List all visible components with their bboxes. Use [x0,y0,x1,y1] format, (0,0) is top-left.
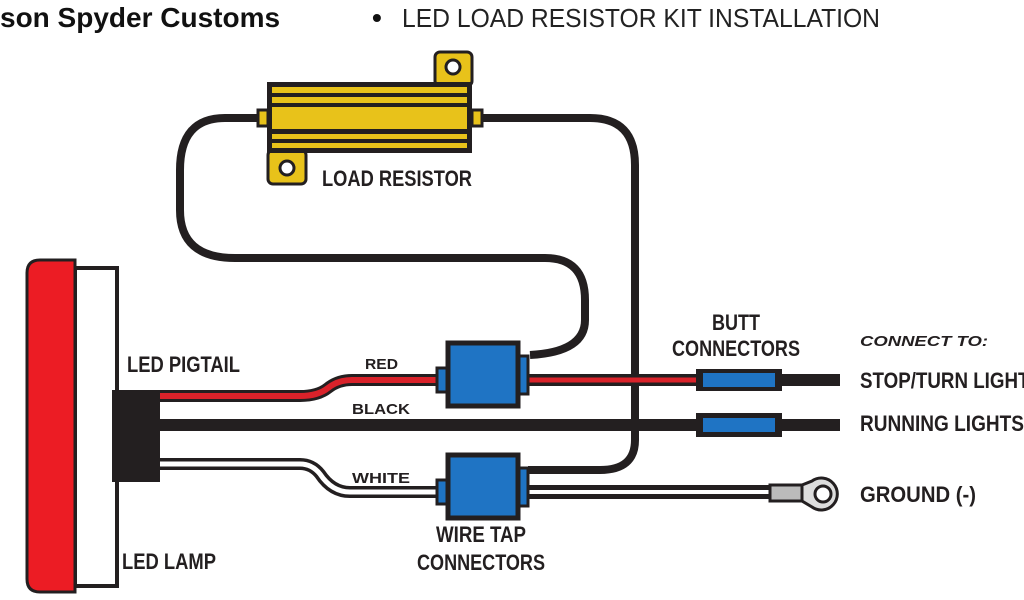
ground-ring-terminal [768,476,839,512]
resistor-wire-left [176,114,589,359]
resistor-wire-right [482,114,639,474]
wire-tap-connector-white [435,452,530,521]
white-wire [160,458,775,499]
butt-connectors-label-2: CONNECTORS [672,336,800,361]
diagram-title: LED LOAD RESISTOR KIT INSTALLATION [402,3,880,33]
butt-connector-running [696,413,782,437]
wire-tap-connector-red [435,340,530,409]
running-lights-label: RUNNING LIGHTS [860,411,1024,436]
title-bullet: • [372,2,382,33]
wire-tap-label-1: WIRE TAP [436,522,526,547]
led-pigtail-block [112,390,160,482]
red-wire [160,374,700,402]
load-resistor-label: LOAD RESISTOR [322,166,472,191]
stop-turn-label: STOP/TURN LIGHTS [860,368,1024,393]
black-wire-label: BLACK [352,401,410,418]
butt-connectors-label-1: BUTT [712,310,760,335]
led-lamp [25,258,119,594]
led-lamp-label: LED LAMP [122,549,216,574]
wire-tap-label-2: CONNECTORS [417,550,545,575]
brand-title: son Spyder Customs [0,2,280,33]
load-resistor [256,50,484,186]
led-pigtail-label: LED PIGTAIL [127,352,240,377]
ground-label: GROUND (-) [860,482,976,507]
connect-to-label: CONNECT TO: [860,333,988,350]
white-wire-label: WHITE [352,470,410,487]
red-wire-label: RED [365,356,398,373]
butt-connector-stop-turn [696,369,782,391]
